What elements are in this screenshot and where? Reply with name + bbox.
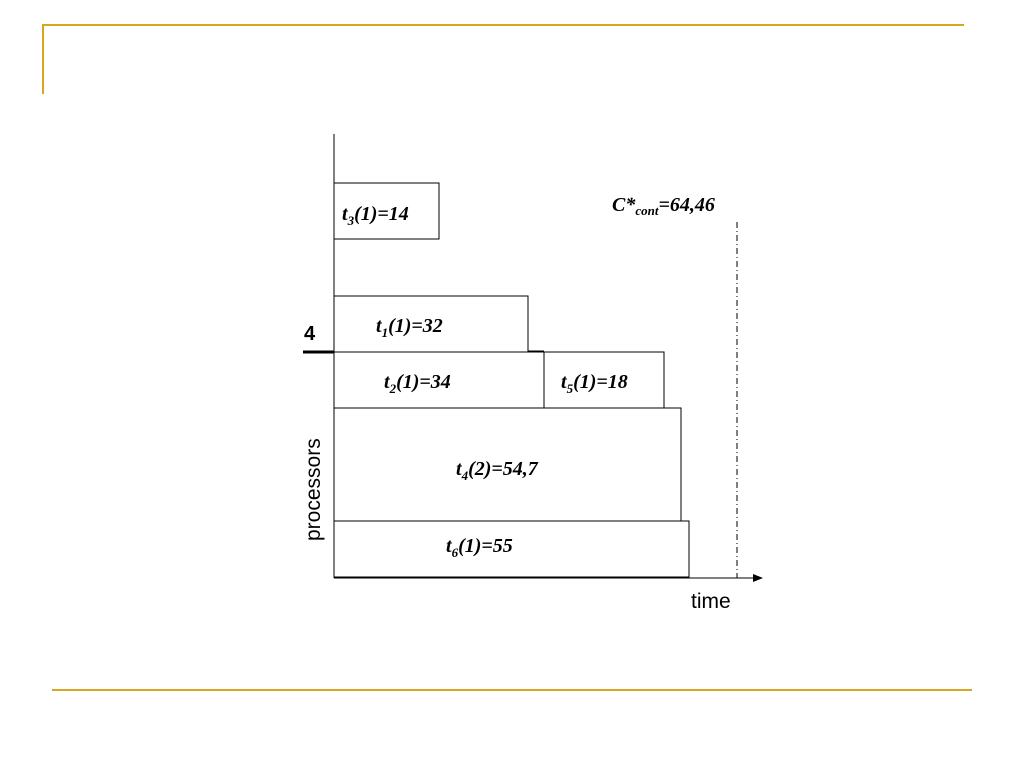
task-t5-box — [543, 351, 665, 409]
task-t1-box — [333, 295, 529, 353]
task-t5-label: t5(1)=18 — [561, 371, 628, 396]
frame-top-line — [42, 24, 964, 26]
frame-left-line — [42, 24, 44, 94]
task-t4-box — [333, 407, 682, 522]
task-t2-label: t2(1)=34 — [384, 371, 451, 396]
task-t3-box — [333, 182, 440, 240]
task-t6-box — [333, 520, 690, 578]
task-t3-label: t3(1)=14 — [342, 203, 409, 228]
frame-bottom-line — [52, 689, 972, 691]
task-t1-label: t1(1)=32 — [376, 315, 443, 340]
task-t4-label: t4(2)=54,7 — [456, 458, 539, 483]
y-axis-label: processors — [302, 438, 325, 541]
x-axis-label: time — [691, 590, 731, 613]
makespan-label: C*cont=64,46 — [612, 194, 715, 218]
task-t6-label: t6(1)=55 — [446, 535, 513, 560]
processor-limit-label: 4 — [304, 323, 316, 345]
